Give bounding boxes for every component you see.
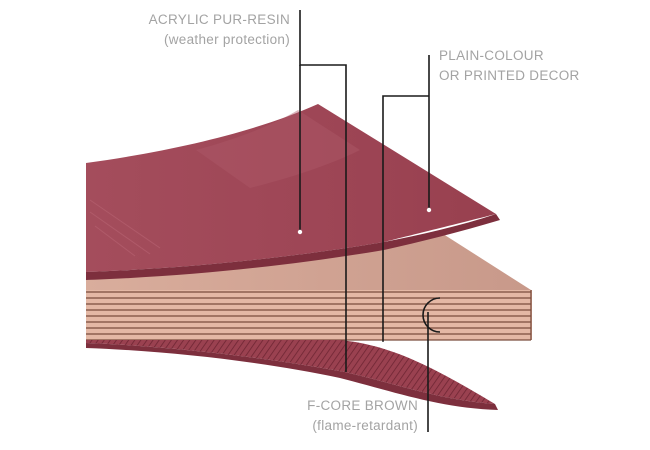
top-sheet-face xyxy=(86,104,496,272)
label-decor: PLAIN-COLOUR OR PRINTED DECOR xyxy=(439,48,580,83)
leader-acrylic xyxy=(299,10,347,372)
leader-acrylic-dot xyxy=(297,229,303,235)
leader-lines xyxy=(297,10,441,432)
top-sheet-edge xyxy=(86,214,500,280)
label-acrylic-line2: (weather protection) xyxy=(164,32,290,47)
leader-core-bracket xyxy=(422,297,441,333)
leader-decor-branch-dot xyxy=(380,341,386,347)
top-sheet xyxy=(86,104,500,280)
top-sheet-streaks xyxy=(89,199,161,257)
top-sheet-sheen xyxy=(196,110,360,188)
label-core-line1: F-CORE BROWN xyxy=(307,398,418,413)
leader-decor-branch xyxy=(382,95,429,344)
label-decor-line2: OR PRINTED DECOR xyxy=(439,68,580,83)
label-core-line2: (flame-retardant) xyxy=(312,418,418,433)
label-decor-line1: PLAIN-COLOUR xyxy=(439,48,544,63)
bottom-sheet-hatch xyxy=(86,340,495,404)
label-acrylic: ACRYLIC PUR-RESIN (weather protection) xyxy=(149,12,290,47)
core-top-face xyxy=(86,232,531,292)
bottom-sheet xyxy=(86,340,498,410)
bottom-sheet-edge xyxy=(86,343,498,410)
leader-decor-dot xyxy=(426,207,432,213)
label-acrylic-line1: ACRYLIC PUR-RESIN xyxy=(149,12,290,27)
label-core: F-CORE BROWN (flame-retardant) xyxy=(307,398,418,433)
